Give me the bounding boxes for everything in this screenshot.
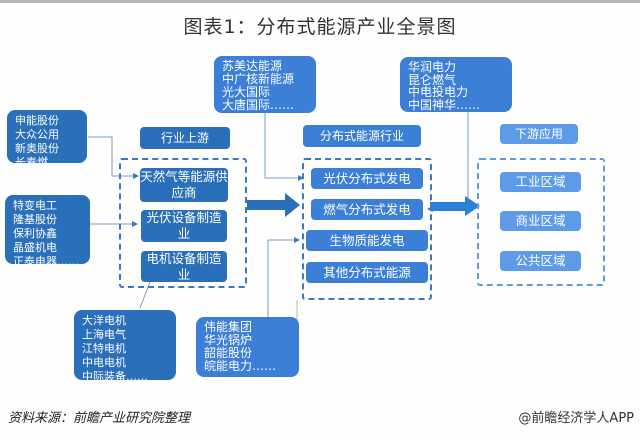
company: 中广核新能源 bbox=[222, 72, 295, 86]
company: 中电投电力 bbox=[408, 85, 469, 99]
midstream-header: 分布式能源行业 bbox=[303, 125, 421, 147]
company: 新奥股份 bbox=[15, 142, 59, 155]
company: 大唐国际…… bbox=[222, 98, 295, 112]
diagram-title: 图表1：分布式能源产业全景图 bbox=[183, 16, 457, 38]
node-public: 公共区域 bbox=[500, 251, 581, 271]
flow-arrow-mid-to-down bbox=[430, 196, 480, 216]
connector-pv-generation bbox=[264, 112, 304, 181]
connector-gas-suppliers bbox=[88, 136, 139, 179]
company: 中国神华…… bbox=[408, 97, 481, 112]
node-industrial: 工业区域 bbox=[500, 172, 581, 192]
list-gas-suppliers: 申能股份 大众公用 新奥股份 长春燃气…… bbox=[7, 110, 87, 183]
company: 昆仑燃气 bbox=[408, 72, 457, 87]
node-commercial: 商业区域 bbox=[500, 211, 581, 231]
company: 江特电机 bbox=[82, 342, 126, 355]
company: 上海电气 bbox=[82, 328, 126, 341]
upstream-header: 行业上游 bbox=[140, 127, 230, 149]
company: 长春燃气…… bbox=[15, 156, 48, 183]
node-pv-equipment: 光伏设备制造业 bbox=[141, 210, 227, 242]
company: 光大国际 bbox=[222, 85, 271, 99]
connector-gas-generation bbox=[427, 112, 469, 212]
brand-watermark: @前瞻经济学人APP bbox=[518, 411, 634, 426]
company: 苏美达能源 bbox=[222, 59, 283, 73]
top-border bbox=[0, 0, 640, 3]
company: 皖能电力…… bbox=[204, 359, 277, 373]
midstream-group bbox=[302, 158, 432, 300]
downstream-group bbox=[477, 158, 605, 286]
node-gas-suppliers: 天然气等能源供应商 bbox=[140, 168, 228, 202]
company: 保利协鑫 bbox=[13, 227, 57, 240]
company: 申能股份 bbox=[15, 114, 59, 127]
list-motor-equipment: 大洋电机 上海电气 江特电机 中电电机 中际装备…… bbox=[74, 310, 176, 383]
upstream-group bbox=[119, 158, 247, 288]
node-biomass-generation: 生物质能发电 bbox=[306, 230, 428, 251]
company: 大洋电机 bbox=[82, 314, 126, 327]
company: 中际装备…… bbox=[82, 370, 148, 383]
connector-biomass bbox=[267, 237, 300, 318]
node-other-distributed: 其他分布式能源 bbox=[306, 262, 428, 283]
list-pv-generation: 苏美达能源 中广核新能源 光大国际 大唐国际…… bbox=[214, 56, 316, 113]
company: 华光锅炉 bbox=[204, 333, 253, 347]
downstream-header: 下游应用 bbox=[500, 124, 578, 144]
list-gas-generation: 华润电力 昆仑燃气 中电投电力 中国神华…… bbox=[400, 57, 512, 112]
company: 伟能集团 bbox=[204, 320, 253, 334]
company: 华润电力 bbox=[408, 60, 457, 74]
flow-arrow-up-to-mid bbox=[247, 193, 300, 217]
company: 隆基股份 bbox=[13, 213, 57, 226]
node-motor-equipment: 电机设备制造业 bbox=[141, 251, 227, 282]
company: 大众公用 bbox=[15, 128, 59, 141]
node-pv-generation: 光伏分布式发电 bbox=[311, 168, 423, 189]
company: 中电电机 bbox=[82, 356, 126, 369]
list-biomass-generation: 伟能集团 华光锅炉 韶能股份 皖能电力…… bbox=[196, 317, 299, 377]
company: 韶能股份 bbox=[204, 346, 253, 360]
company: 晶盛机电 bbox=[13, 241, 57, 254]
node-gas-generation: 燃气分布式发电 bbox=[311, 199, 423, 220]
source-note: 资料来源：前瞻产业研究院整理 bbox=[8, 411, 191, 426]
company: 正泰电器…… bbox=[13, 255, 79, 268]
company: 特变电工 bbox=[13, 199, 57, 212]
list-pv-equipment: 特变电工 隆基股份 保利协鑫 晶盛机电 正泰电器…… bbox=[5, 195, 90, 268]
